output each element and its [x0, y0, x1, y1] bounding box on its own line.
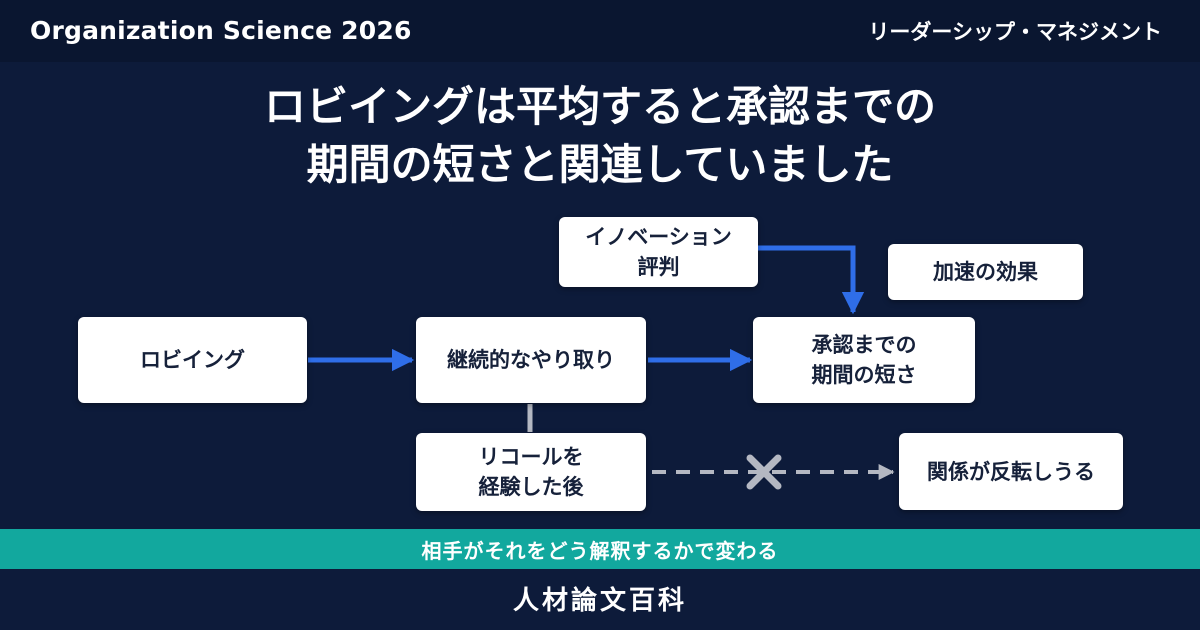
node-lobbying: ロビイング — [78, 317, 307, 403]
top-bar: Organization Science 2026 リーダーシップ・マネジメント — [0, 0, 1200, 62]
node-acceleration-effect: 加速の効果 — [888, 244, 1083, 300]
node-relationship-reversal: 関係が反転しうる — [899, 433, 1123, 510]
footer-brand: 人材論文百科 — [512, 586, 687, 616]
node-lobbying-label: ロビイング — [140, 348, 245, 372]
headline-line-2: 期間の短さと関連していました — [306, 140, 894, 189]
node-continued-interaction-label: 継続的なやり取り — [447, 348, 615, 372]
node-relationship-reversal-label: 関係が反転しうる — [927, 459, 1095, 484]
node-acceleration-effect-label: 加速の効果 — [933, 260, 1038, 284]
headline-line-1: ロビイングは平均すると承認までの — [263, 82, 936, 131]
node-after-recall-label: リコールを 経験した後 — [478, 445, 584, 499]
arrow-reputation-to-approval — [758, 245, 865, 315]
node-after-recall: リコールを 経験した後 — [416, 433, 646, 511]
category-label: リーダーシップ・マネジメント — [868, 20, 1162, 44]
journal-title: Organization Science 2026 — [30, 16, 412, 45]
node-innovation-reputation-label: イノベーション 評判 — [585, 225, 732, 279]
headline: ロビイングは平均すると承認までの 期間の短さと関連していました — [0, 78, 1200, 194]
node-continued-interaction: 継続的なやり取り — [416, 317, 646, 403]
key-takeaway-band: 相手がそれをどう解釈するかで変わる — [0, 529, 1200, 569]
node-innovation-reputation: イノベーション 評判 — [559, 217, 758, 287]
node-approval-time: 承認までの 期間の短さ — [753, 317, 975, 403]
cross-icon — [746, 454, 782, 490]
node-approval-time-label: 承認までの 期間の短さ — [811, 333, 917, 387]
key-takeaway-text: 相手がそれをどう解釈するかで変わる — [421, 538, 779, 563]
